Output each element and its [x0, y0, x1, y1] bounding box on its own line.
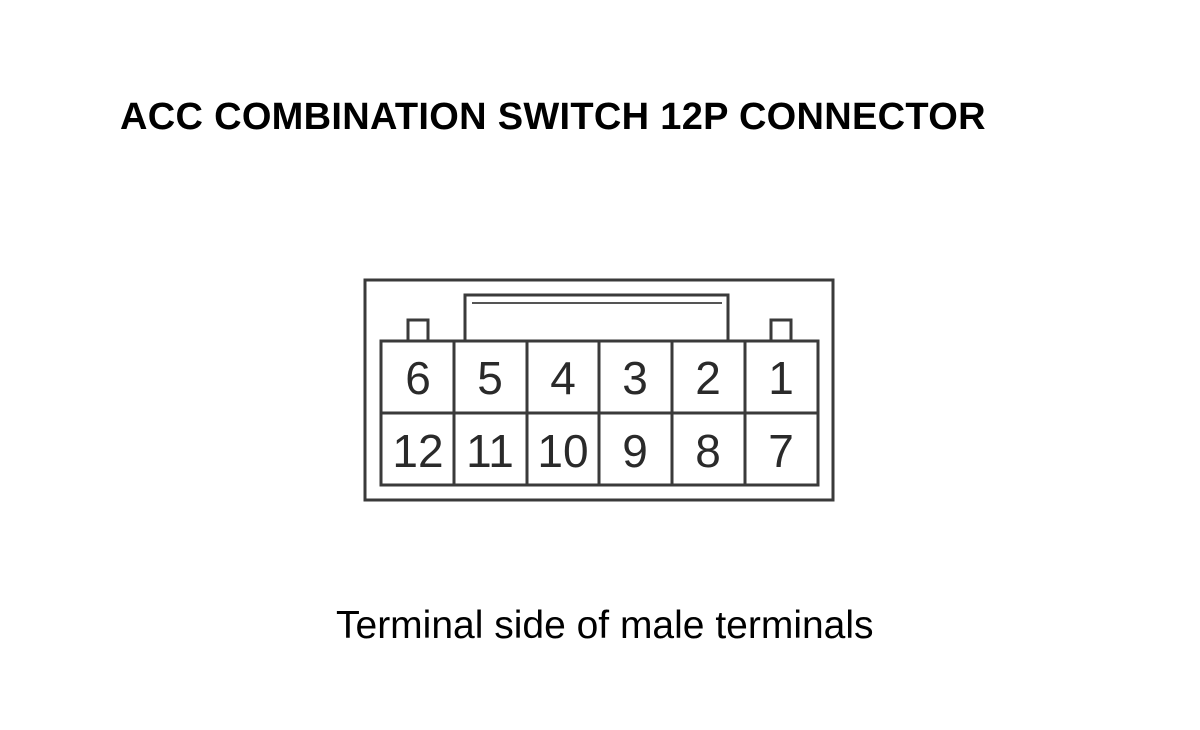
terminal-number: 4 — [550, 352, 576, 404]
terminal-number: 1 — [768, 352, 794, 404]
terminal-number: 11 — [466, 425, 514, 477]
terminal-number: 9 — [622, 425, 648, 477]
connector-housing — [363, 278, 835, 502]
diagram-caption: Terminal side of male terminals — [336, 604, 874, 647]
terminal-number: 3 — [622, 352, 648, 404]
terminal-number: 10 — [537, 425, 588, 477]
connector-lock-tab — [463, 293, 730, 341]
terminal-number: 5 — [477, 352, 503, 404]
terminal-number: 8 — [695, 425, 721, 477]
terminal-number: 2 — [695, 352, 721, 404]
terminal-number: 12 — [392, 425, 443, 477]
terminal-number: 6 — [405, 352, 431, 404]
diagram-title: ACC COMBINATION SWITCH 12P CONNECTOR — [120, 96, 986, 138]
connector-key-right — [769, 318, 793, 341]
terminal-number: 7 — [768, 425, 794, 477]
connector-key-left — [406, 318, 430, 341]
